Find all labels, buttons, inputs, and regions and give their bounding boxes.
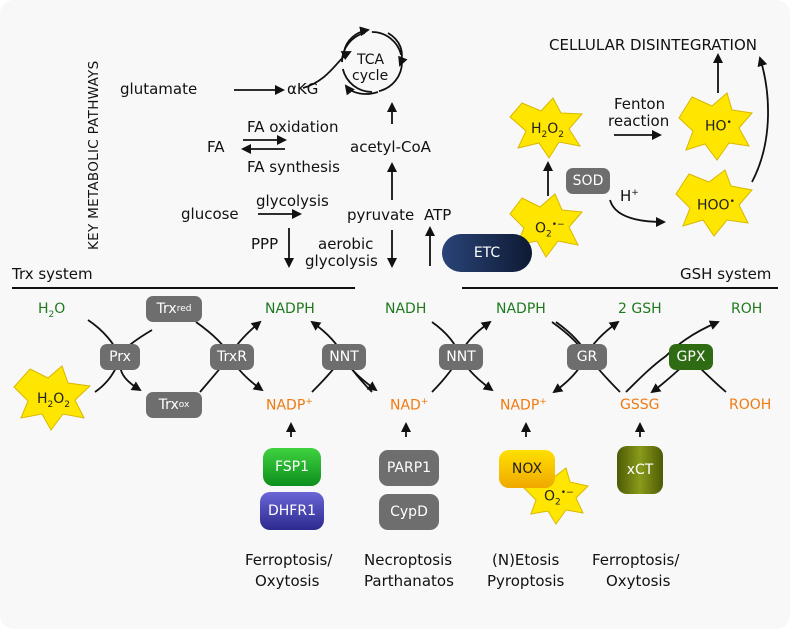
nadph-label-2: NADPH bbox=[496, 301, 546, 317]
cellular-disintegration-label: CELLULAR DISINTEGRATION bbox=[549, 36, 757, 54]
cypd-box[interactable]: CypD bbox=[379, 494, 439, 530]
nox-label: NOX bbox=[511, 461, 543, 477]
trx-system-label: Trx system bbox=[12, 265, 93, 283]
tca-label-2: cycle bbox=[352, 68, 389, 84]
gssg-label: GSSG bbox=[620, 397, 660, 413]
metabolic-arrows bbox=[234, 26, 769, 268]
akg-label: αKG bbox=[287, 80, 319, 98]
fsp1-label: FSP1 bbox=[274, 459, 310, 475]
trxr-box[interactable]: TrxR bbox=[210, 344, 254, 370]
ho-radical-label: HO• bbox=[705, 118, 732, 135]
fsp1-box[interactable] bbox=[263, 448, 321, 486]
h2o2-top-label: H2O2 bbox=[531, 121, 565, 140]
fa-oxidation-label: FA oxidation bbox=[247, 118, 339, 136]
nad-plus-label: NAD+ bbox=[390, 397, 429, 414]
aerobic-glycolysis-label: glycolysis bbox=[305, 252, 378, 270]
nadph-label-1: NADPH bbox=[265, 301, 315, 317]
parthanatos-label: Parthanatos bbox=[364, 572, 454, 590]
h-plus-label: H+ bbox=[620, 187, 639, 205]
rooh-label: ROOH bbox=[729, 397, 772, 413]
h2o2-left-label: H2O2 bbox=[37, 391, 71, 410]
gpx-box[interactable]: GPX bbox=[669, 344, 713, 370]
necroptosis-label: Necroptosis bbox=[364, 551, 453, 569]
hoo-star bbox=[675, 169, 753, 237]
ppp-label: PPP bbox=[251, 235, 279, 253]
xct-box[interactable] bbox=[617, 446, 663, 494]
sod-box[interactable]: SOD bbox=[566, 168, 610, 194]
netosis-label: (N)Etosis bbox=[492, 551, 560, 569]
pyroptosis-label: Pyroptosis bbox=[487, 572, 565, 590]
xct-label: xCT bbox=[626, 462, 654, 478]
glucose-label: glucose bbox=[181, 205, 239, 223]
hoo-radical-label: HOO• bbox=[697, 197, 735, 214]
key-pathways-label: KEY METABOLIC PATHWAYS bbox=[86, 60, 102, 250]
fa-synthesis-label: FA synthesis bbox=[247, 158, 340, 176]
o2-nox-label: O2•− bbox=[544, 488, 574, 508]
h2o2-left-star bbox=[13, 365, 92, 431]
acetyl-coa-label: acetyl-CoA bbox=[350, 138, 431, 156]
dhfr1-label: DHFR1 bbox=[268, 503, 316, 519]
parp1-box[interactable]: PARP1 bbox=[379, 450, 439, 486]
fenton-label: Fenton bbox=[614, 95, 666, 113]
2gsh-label: 2 GSH bbox=[618, 301, 662, 317]
prx-box[interactable]: Prx bbox=[100, 344, 140, 370]
ros-stars bbox=[13, 92, 753, 525]
oxytosis-label-2: Oxytosis bbox=[606, 572, 671, 590]
o2-etc-label: O2•− bbox=[535, 220, 565, 240]
h2o-label: H2O bbox=[38, 301, 66, 320]
oxytosis-label-1: Oxytosis bbox=[255, 572, 320, 590]
etc-box[interactable] bbox=[442, 234, 532, 272]
ho-star bbox=[678, 92, 753, 161]
fa-label: FA bbox=[207, 138, 225, 156]
nnt-box-2[interactable]: NNT bbox=[439, 344, 483, 370]
glycolysis-label: glycolysis bbox=[256, 192, 329, 210]
atp-label: ATP bbox=[424, 206, 452, 224]
dhfr1-box[interactable] bbox=[260, 492, 324, 530]
nadp-plus-label-1: NADP+ bbox=[266, 397, 313, 414]
tca-label-1: TCA bbox=[357, 52, 385, 68]
roh-label: ROH bbox=[731, 301, 763, 317]
nnt-box-1[interactable]: NNT bbox=[322, 344, 366, 370]
nox-box[interactable] bbox=[499, 450, 555, 488]
ferroptosis-label-2: Ferroptosis/ bbox=[592, 551, 680, 569]
nadp-plus-label-2: NADP+ bbox=[500, 397, 547, 414]
tca-cycle-ring bbox=[341, 31, 403, 93]
etc-label: ETC bbox=[473, 245, 501, 261]
glutamate-label: glutamate bbox=[120, 80, 198, 98]
gsh-system-label: GSH system bbox=[680, 265, 772, 283]
o2-etc-star bbox=[509, 193, 584, 258]
pyruvate-label: pyruvate bbox=[347, 206, 415, 224]
gr-box[interactable]: GR bbox=[567, 344, 607, 370]
enzyme-cross-arrows bbox=[87, 319, 727, 437]
h2o2-top-star bbox=[509, 97, 584, 159]
ferroptosis-label-1: Ferroptosis/ bbox=[245, 551, 333, 569]
aerobic-label: aerobic bbox=[318, 235, 374, 253]
nadh-label: NADH bbox=[385, 301, 427, 317]
fenton-reaction-label: reaction bbox=[608, 112, 670, 130]
